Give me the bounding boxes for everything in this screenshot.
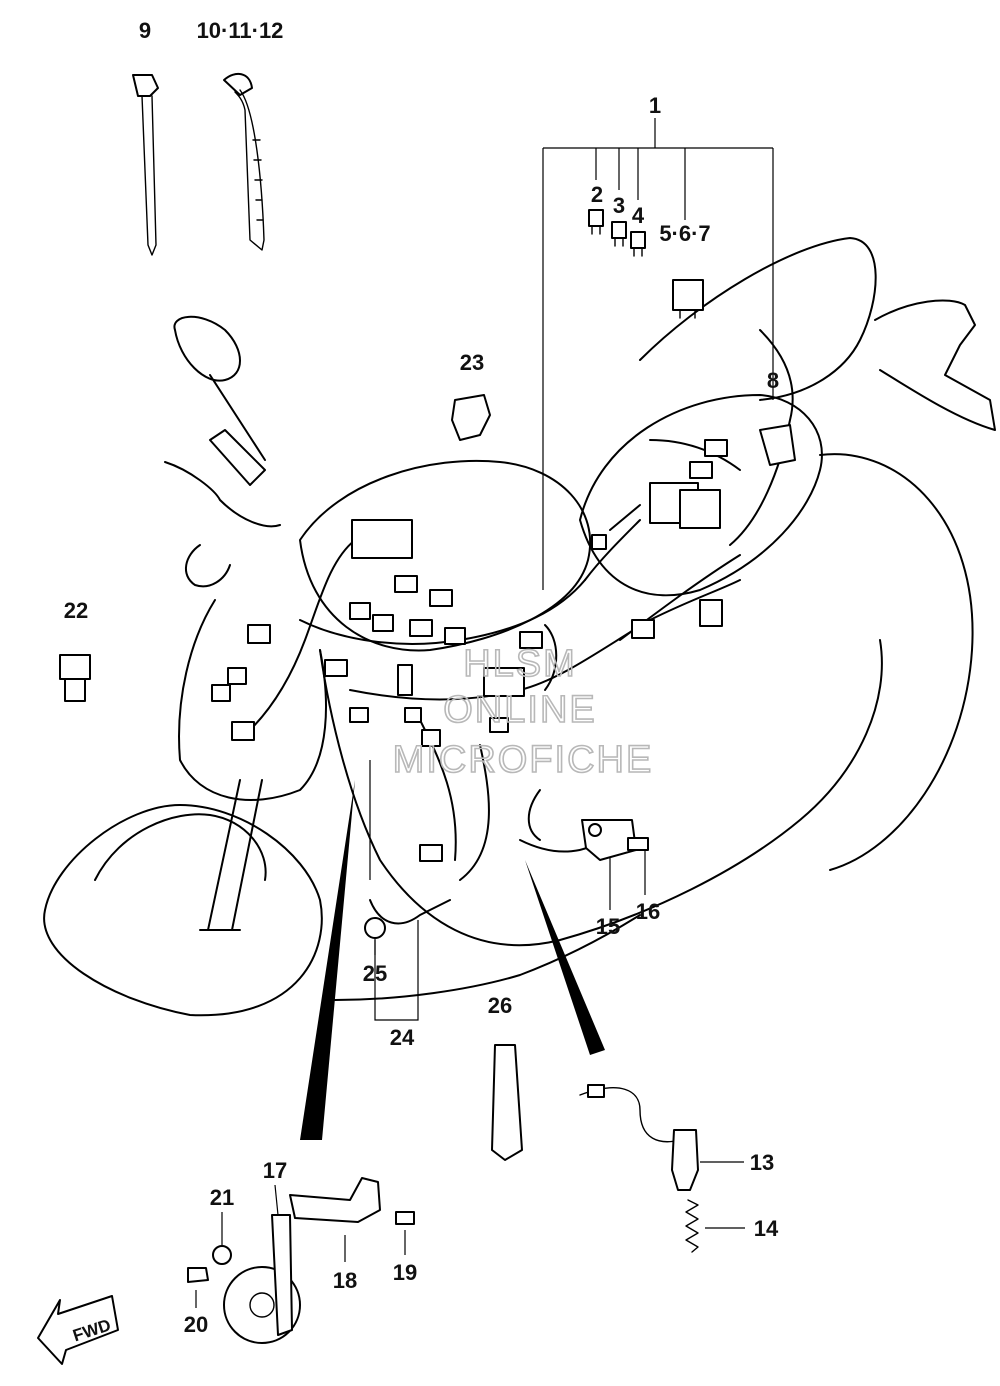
part-label-13: 13 — [750, 1150, 774, 1175]
part-label-5-6-7: 5·6·7 — [659, 221, 710, 246]
part-label-15: 15 — [596, 914, 620, 939]
front-fender — [94, 813, 267, 881]
bolt-19 — [395, 1211, 415, 1225]
fuel-tank — [299, 459, 592, 652]
part-label-8: 8 — [767, 368, 779, 393]
part-label-16: 16 — [636, 899, 660, 924]
rear-wheel — [819, 453, 974, 871]
part-label-9: 9 — [139, 18, 151, 43]
cover-8 — [759, 424, 796, 466]
horn-bracket — [271, 1214, 293, 1336]
washer-21 — [212, 1245, 232, 1265]
front-wheel — [43, 804, 323, 1017]
motorcycle-outline — [43, 237, 996, 1017]
part-label-20: 20 — [184, 1312, 208, 1337]
handlebar — [164, 429, 281, 528]
part-label-18: 18 — [333, 1268, 357, 1293]
connector-23 — [451, 394, 491, 441]
part-label-25: 25 — [363, 961, 387, 986]
part-label-22: 22 — [64, 598, 88, 623]
part-label-4: 4 — [632, 203, 645, 228]
part-label-21: 21 — [210, 1185, 234, 1210]
strap-26 — [491, 1044, 523, 1161]
part-label-3: 3 — [613, 193, 625, 218]
part-labels: 1 2 3 4 5·6·7 8 9 10·11·12 13 14 15 16 1… — [64, 18, 779, 1337]
socket-22 — [59, 654, 91, 702]
bolt-16 — [627, 837, 649, 851]
tail-cowl — [639, 237, 877, 401]
cable-tie-9 — [132, 74, 159, 256]
seat — [579, 394, 823, 597]
part-label-24: 24 — [390, 1025, 415, 1050]
part-label-23: 23 — [460, 350, 484, 375]
watermark-line2: ONLINE — [443, 689, 596, 731]
switch-15 — [581, 819, 637, 861]
part-label-10-11-12: 10·11·12 — [197, 18, 284, 43]
bolt-20 — [187, 1267, 209, 1283]
watermark: HLSM ONLINE MICROFICHE — [392, 642, 654, 782]
part-label-19: 19 — [393, 1260, 417, 1285]
watermark-line1: HLSM — [463, 643, 577, 685]
headlight-cowl — [178, 599, 327, 801]
frame — [319, 639, 883, 947]
part-label-17: 17 — [263, 1158, 287, 1183]
grommet-25 — [364, 917, 386, 939]
part-label-2: 2 — [591, 182, 603, 207]
part-label-1: 1 — [649, 93, 661, 118]
part-label-26: 26 — [488, 993, 512, 1018]
leader-lines — [195, 118, 774, 1308]
mirror — [173, 315, 266, 461]
part-label-14: 14 — [754, 1216, 779, 1241]
forward-arrow-icon: FWD — [37, 1295, 119, 1365]
bracket-18 — [289, 1177, 381, 1223]
watermark-line3: MICROFICHE — [393, 739, 654, 781]
horn-assembly — [187, 1177, 415, 1344]
fuses-and-relay — [588, 209, 704, 319]
front-brake-lever — [185, 544, 231, 588]
front-fork — [199, 779, 263, 931]
sensor-13 — [579, 1084, 699, 1191]
rear-fender — [874, 299, 996, 431]
clamp-tie-10-12 — [223, 72, 265, 251]
spring-14 — [685, 1199, 699, 1253]
lower-frame — [334, 914, 641, 1001]
main-wiring-harness — [211, 329, 794, 925]
